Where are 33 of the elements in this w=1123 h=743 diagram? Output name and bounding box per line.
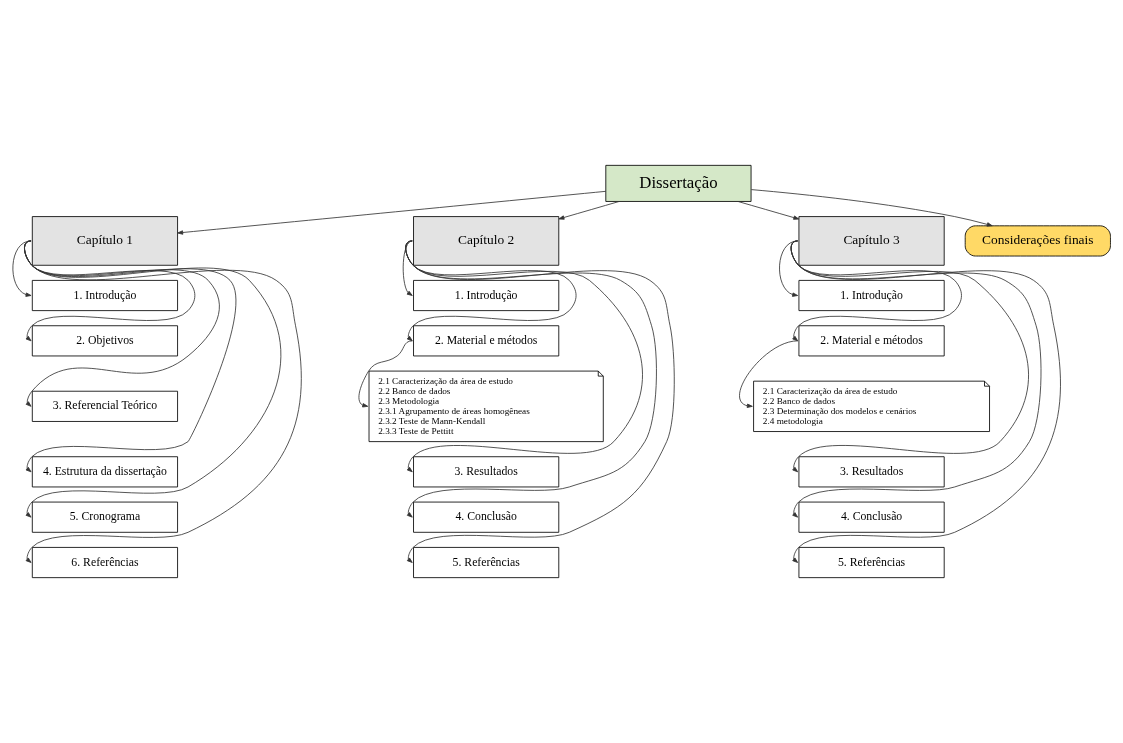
arrow (358, 340, 413, 408)
node-box: 6. Referências (31, 547, 178, 579)
node-box: Dissertação (605, 164, 752, 202)
node-box: Capítulo 2 (413, 216, 560, 266)
node-box: 2. Material e métodos (413, 325, 560, 357)
node-box: 5. Referências (413, 547, 560, 579)
node-box: 1. Introdução (413, 279, 560, 312)
arrow (558, 201, 620, 220)
arrow (739, 340, 799, 408)
arrow (750, 189, 993, 227)
node-box: 2. Material e métodos (798, 325, 945, 357)
node-box: 3. Referencial Teórico (31, 390, 178, 422)
arrow (779, 240, 799, 297)
node-box: Considerações finais (964, 225, 1111, 257)
node-box: Capítulo 1 (31, 216, 178, 266)
node-box: Capítulo 3 (798, 216, 945, 266)
node-box: 5. Cronograma (31, 501, 178, 533)
node-box: 4. Estrutura da dissertação (31, 456, 178, 488)
node-box: 1. Introdução (31, 279, 178, 312)
node-box: 5. Referências (798, 547, 945, 579)
node-box: 2. Objetivos (31, 325, 178, 357)
arrow (402, 240, 413, 296)
arrow (737, 201, 800, 220)
node-box: 4. Conclusão (413, 501, 560, 533)
arrow (790, 240, 1061, 563)
arrow (24, 240, 302, 563)
node-box: 3. Resultados (798, 456, 945, 488)
arrow (405, 240, 675, 563)
node-box: 4. Conclusão (798, 501, 945, 533)
node-box: 1. Introdução (798, 279, 945, 312)
arrow (177, 190, 607, 235)
node-box: 3. Resultados (413, 456, 560, 488)
arrow (12, 240, 32, 297)
